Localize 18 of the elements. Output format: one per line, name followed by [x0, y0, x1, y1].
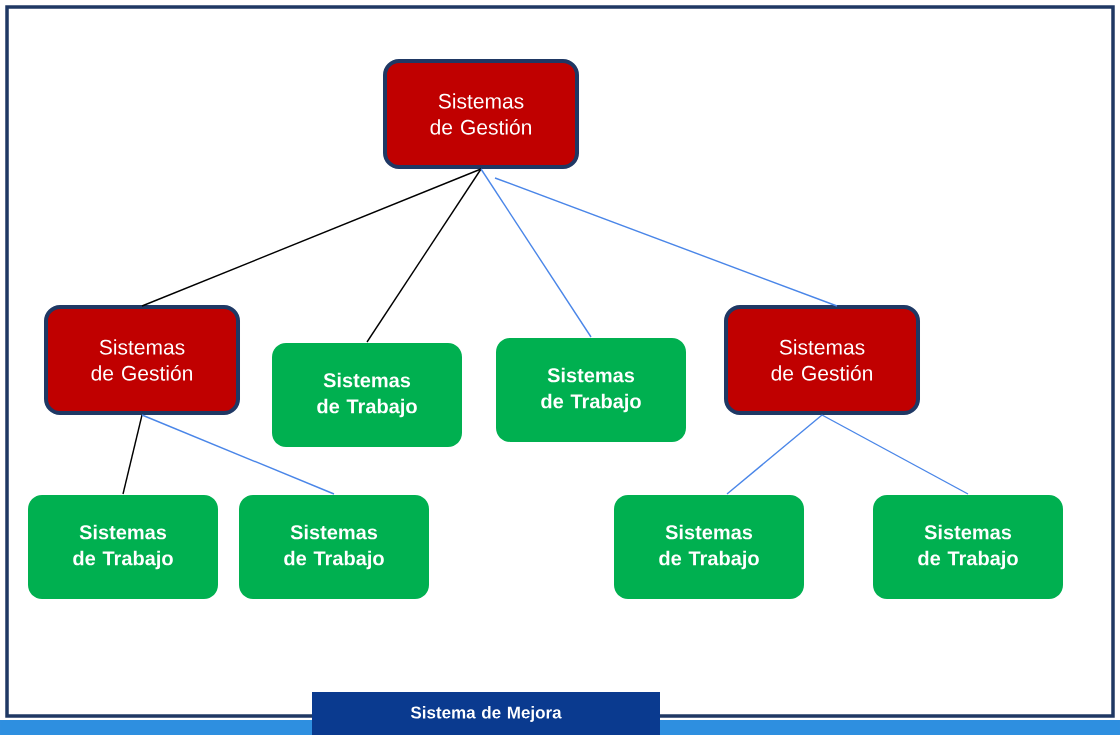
- connector-line: [141, 168, 482, 307]
- connector-line: [494, 177, 838, 307]
- connector-line: [480, 168, 592, 338]
- connector-line: [726, 414, 823, 495]
- work-box: Sistemas de Trabajo: [239, 495, 429, 599]
- connector-line: [141, 414, 335, 495]
- work-box: Sistemas de Trabajo: [614, 495, 804, 599]
- work-box: Sistemas de Trabajo: [272, 343, 462, 447]
- management-box: Sistemas de Gestión: [724, 305, 920, 415]
- footer-band: Sistema de Mejora: [312, 692, 660, 735]
- connector-line: [821, 414, 969, 495]
- management-box: Sistemas de Gestión: [383, 59, 579, 169]
- connector-line: [122, 414, 143, 495]
- management-box: Sistemas de Gestión: [44, 305, 240, 415]
- work-box: Sistemas de Trabajo: [496, 338, 686, 442]
- work-box: Sistemas de Trabajo: [28, 495, 218, 599]
- connector-line: [366, 168, 482, 343]
- work-box: Sistemas de Trabajo: [873, 495, 1063, 599]
